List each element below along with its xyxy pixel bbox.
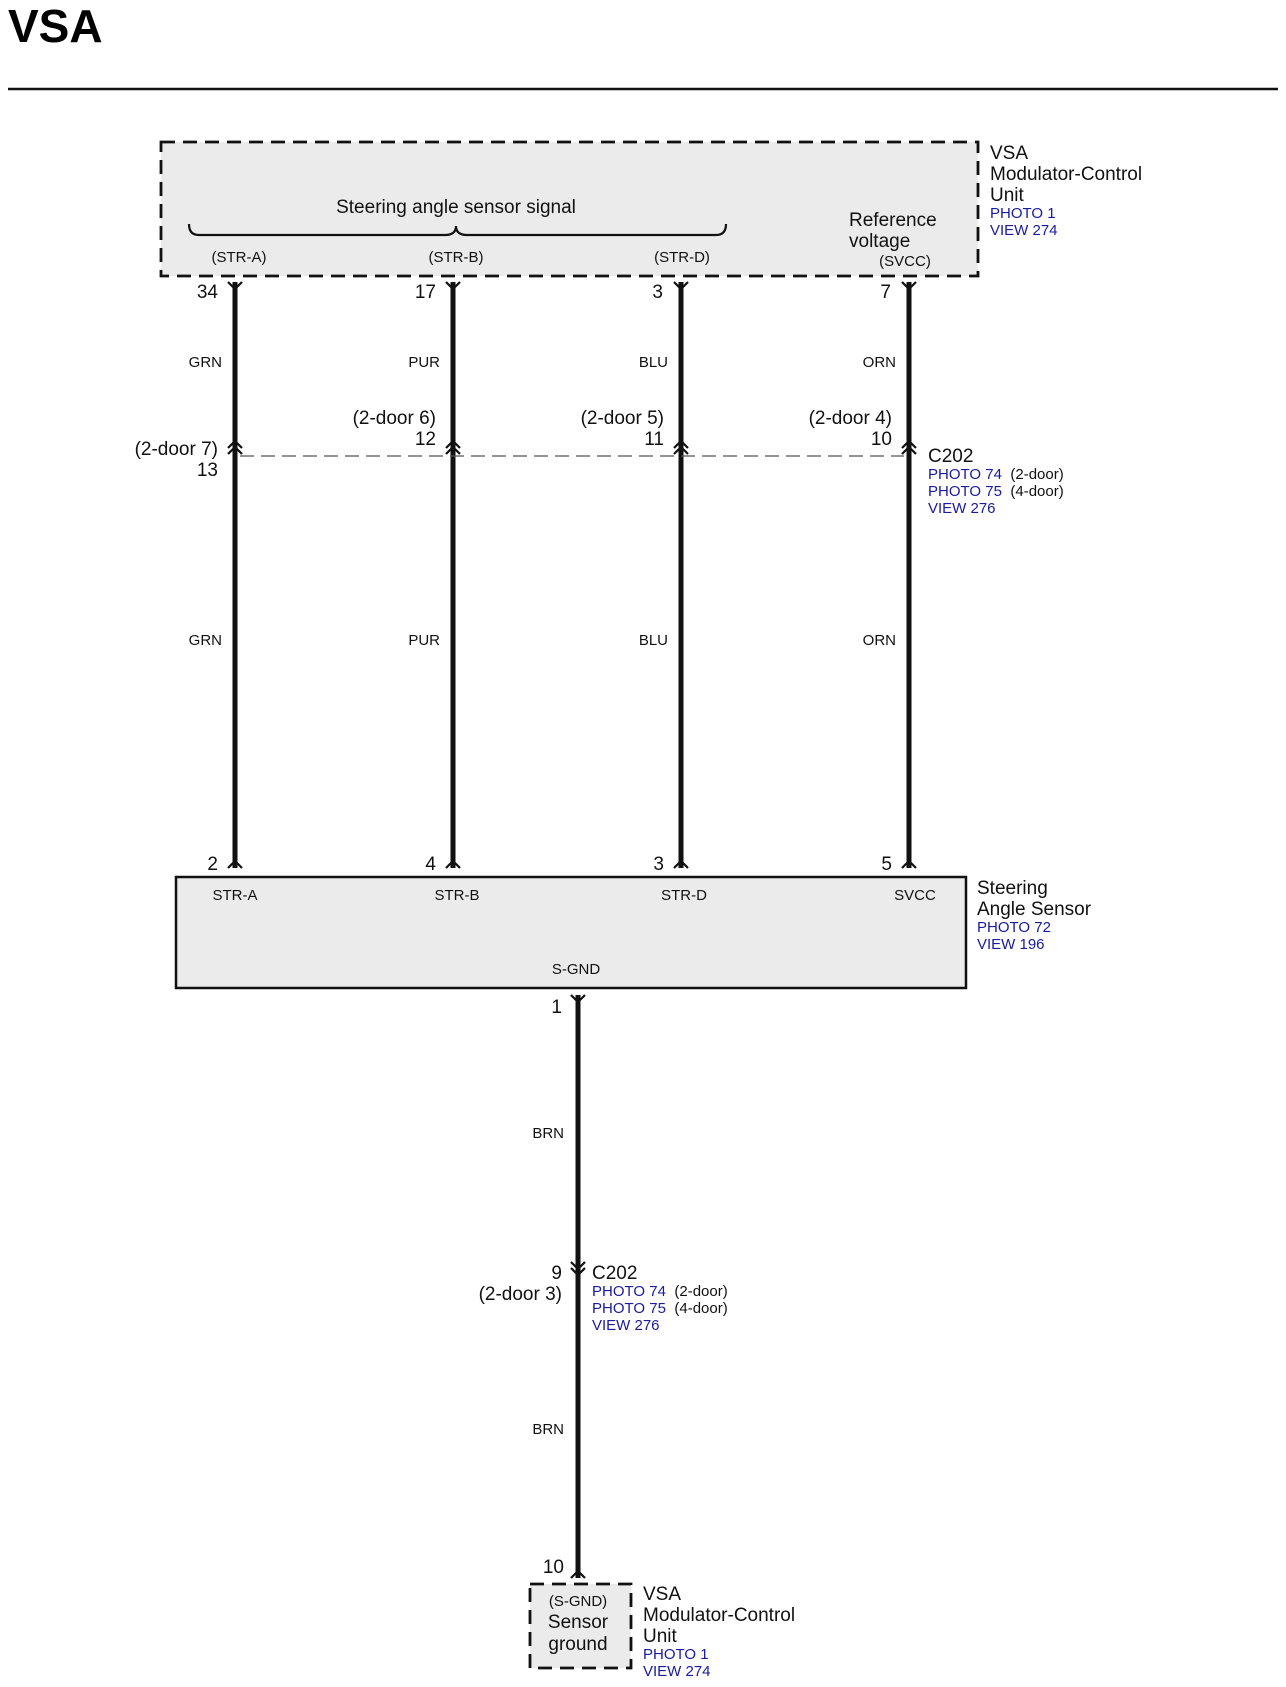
- c202-pin-alt-2: (2-door 6): [353, 408, 436, 429]
- reference-voltage-label-1: Reference: [849, 210, 937, 231]
- modulator-unit-border: [159, 140, 980, 278]
- c202-top-photo-2door-link[interactable]: PHOTO 74: [928, 466, 1002, 483]
- sensor-signal-str-a: STR-A: [213, 887, 258, 904]
- wire-color-bottom-4: ORN: [863, 632, 896, 649]
- sensor-signal-str-d: STR-D: [661, 887, 707, 904]
- sensor-signal-s-gnd: S-GND: [552, 961, 601, 978]
- modulator-unit-name-1: VSA: [990, 143, 1028, 164]
- c202-top-name: C202: [928, 446, 973, 467]
- c202-bottom-photo-2door-note: (2-door): [674, 1283, 727, 1300]
- ground-unit-signal: (S-GND): [549, 1593, 607, 1610]
- c202-top-photo-4door-link[interactable]: PHOTO 75: [928, 483, 1002, 500]
- c202-top-photo-4door: PHOTO 75 (4-door): [928, 483, 1064, 500]
- c202-pin-alt-1: (2-door 7): [135, 439, 218, 460]
- modulator-pin-signal-str-a: (STR-A): [212, 249, 267, 266]
- c202-top-photo-2door-note: (2-door): [1010, 466, 1063, 483]
- sensor-signal-svcc: SVCC: [894, 887, 936, 904]
- wire-sensor-ground: [570, 994, 586, 1579]
- sensor-signal-str-b: STR-B: [435, 887, 480, 904]
- sensor-pin-number-1: 2: [207, 854, 218, 875]
- wire-color-top-3: BLU: [639, 354, 668, 371]
- wire-svcc: [901, 281, 917, 869]
- sensor-pin-number-4: 5: [881, 854, 892, 875]
- ground-unit-view-link[interactable]: VIEW 274: [643, 1663, 711, 1680]
- c202-top-photo-2door: PHOTO 74 (2-door): [928, 466, 1064, 483]
- page-title: VSA: [8, 0, 103, 52]
- steering-angle-sensor-box: [174, 875, 968, 990]
- c202-bottom-photo-4door: PHOTO 75 (4-door): [592, 1300, 728, 1317]
- modulator-pin-signal-svcc: (SVCC): [879, 253, 931, 270]
- c202-pin-alt-3: (2-door 5): [581, 408, 664, 429]
- ground-unit-desc-2: ground: [548, 1634, 607, 1655]
- modulator-unit-photo-link[interactable]: PHOTO 1: [990, 205, 1056, 222]
- sensor-pin-number-3: 3: [653, 854, 664, 875]
- wire-color-top-2: PUR: [408, 354, 440, 371]
- modulator-pin-number-1: 34: [197, 282, 219, 303]
- c202-bottom-photo-2door: PHOTO 74 (2-door): [592, 1283, 728, 1300]
- c202-bottom-photo-4door-link[interactable]: PHOTO 75: [592, 1300, 666, 1317]
- wire-color-bottom-2: PUR: [408, 632, 440, 649]
- modulator-pin-signal-str-b: (STR-B): [429, 249, 484, 266]
- c202-pin-number-2: 12: [415, 429, 436, 450]
- sensor-view-link[interactable]: VIEW 196: [977, 936, 1045, 953]
- ground-unit-photo-link[interactable]: PHOTO 1: [643, 1646, 709, 1663]
- c202-bottom-pin-alt: (2-door 3): [479, 1284, 562, 1305]
- ground-wire-color-top: BRN: [532, 1125, 564, 1142]
- signal-group-label: Steering angle sensor signal: [336, 197, 576, 218]
- c202-bottom-photo-4door-note: (4-door): [674, 1300, 727, 1317]
- modulator-pin-signal-str-d: (STR-D): [654, 249, 710, 266]
- signal-group-brace: [187, 223, 728, 237]
- ground-unit-name-2: Modulator-Control: [643, 1605, 795, 1626]
- sensor-photo-link[interactable]: PHOTO 72: [977, 919, 1051, 936]
- sensor-name-1: Steering: [977, 878, 1048, 899]
- ground-unit-name-1: VSA: [643, 1584, 681, 1605]
- modulator-unit-name-2: Modulator-Control: [990, 164, 1142, 185]
- modulator-pin-number-3: 3: [652, 282, 663, 303]
- c202-bottom-photo-2door-link[interactable]: PHOTO 74: [592, 1283, 666, 1300]
- modulator-unit-box: [161, 142, 978, 276]
- ground-unit-name-3: Unit: [643, 1626, 678, 1647]
- c202-pin-number-4: 10: [871, 429, 892, 450]
- wire-str-d: [673, 281, 689, 869]
- ground-unit-box: [530, 1584, 631, 1668]
- ground-wire-color-bottom: BRN: [532, 1421, 564, 1438]
- sensor-name-2: Angle Sensor: [977, 899, 1092, 920]
- ground-unit-desc-1: Sensor: [548, 1612, 609, 1633]
- c202-pin-number-1: 13: [197, 460, 218, 481]
- ground-unit-pin-number: 10: [543, 1557, 564, 1578]
- wire-color-top-4: ORN: [863, 354, 896, 371]
- sensor-pin-number-2: 4: [425, 854, 436, 875]
- wire-color-bottom-3: BLU: [639, 632, 668, 649]
- modulator-pin-number-4: 7: [880, 282, 891, 303]
- c202-bottom-name: C202: [592, 1263, 637, 1284]
- modulator-pin-number-2: 17: [415, 282, 436, 303]
- ground-unit-border: [528, 1582, 633, 1670]
- sensor-ground-pin-number: 1: [551, 997, 562, 1018]
- wire-color-bottom-1: GRN: [189, 632, 222, 649]
- c202-pin-number-3: 11: [644, 429, 664, 450]
- reference-voltage-label-2: voltage: [849, 231, 910, 252]
- c202-bottom-pin-number: 9: [551, 1263, 562, 1284]
- wire-str-a: [227, 281, 243, 869]
- wire-color-top-1: GRN: [189, 354, 222, 371]
- modulator-unit-name-3: Unit: [990, 185, 1025, 206]
- modulator-unit-view-link[interactable]: VIEW 274: [990, 222, 1058, 239]
- c202-top-view-link[interactable]: VIEW 276: [928, 500, 996, 517]
- c202-top-photo-4door-note: (4-door): [1010, 483, 1063, 500]
- c202-bottom-view-link[interactable]: VIEW 276: [592, 1317, 660, 1334]
- wire-str-b: [445, 281, 461, 869]
- c202-pin-alt-4: (2-door 4): [809, 408, 892, 429]
